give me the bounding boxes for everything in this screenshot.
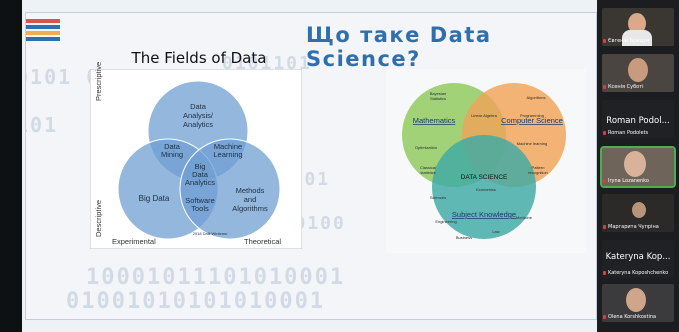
term-bayesian-2: Statistics	[430, 96, 446, 101]
participant-video	[626, 288, 646, 312]
label-data-science: DATA SCIENCE	[461, 174, 508, 181]
axis-theoretical: Theoretical	[244, 237, 282, 246]
term-bayesian-1: Bayesian	[430, 91, 446, 96]
mic-muted-icon	[603, 315, 606, 319]
label-subject-knowledge: Subject Knowledge	[452, 210, 516, 219]
binary-background: 10001011101010001	[86, 265, 346, 290]
label-analytics-3: Analytics	[183, 120, 213, 129]
participants-panel: Євгеній Брицун Ксенія Суботі Roman Podol…	[597, 0, 679, 332]
label-software-1: Software	[185, 196, 215, 205]
term-business: Business	[456, 235, 472, 240]
circle-methods	[179, 138, 281, 240]
label-software-2: Tools	[191, 204, 209, 213]
participant-video	[628, 13, 646, 34]
mic-muted-icon	[603, 271, 606, 275]
participant-video	[622, 30, 652, 46]
label-bda-1: Big	[195, 162, 206, 171]
term-classical-2: statistics	[420, 170, 435, 175]
binary-background: 0101 0	[26, 65, 98, 89]
participant-name: Маргарита Чупріна	[608, 224, 659, 230]
label-methods-3: Algorithms	[232, 204, 268, 213]
participant-name: Kateryna Koposhchenko	[608, 270, 669, 276]
participant-display-name: Roman Podol...	[606, 116, 670, 126]
label-bda-3: Analytics	[185, 178, 215, 187]
term-machine-learning: Machine learning	[517, 141, 547, 146]
term-pattern-1: Pattern	[532, 165, 545, 170]
term-linear-algebra: Linear Algebra	[471, 113, 498, 118]
term-law: Law	[492, 229, 499, 234]
participant-name: Olena Korshkostina	[608, 314, 657, 320]
label-data-mining-2: Mining	[161, 150, 183, 159]
participant-tile[interactable]: Olena Korshkostina	[602, 284, 674, 322]
participant-tile[interactable]: Kateryna Kop... Kateryna Koposhchenko	[602, 240, 674, 278]
term-economics: Economics	[476, 187, 496, 192]
term-optimization: Optimization	[415, 145, 437, 150]
label-bda-2: Data	[192, 170, 209, 179]
term-classical-1: Classical	[420, 165, 436, 170]
term-programming: Programming	[520, 113, 544, 118]
participant-tile[interactable]: Ксенія Суботі	[602, 54, 674, 92]
binary-background: 01001010101010001	[66, 289, 326, 314]
participant-name: Roman Podolets	[608, 130, 649, 136]
participant-name: Ксенія Суботі	[608, 84, 644, 90]
participant-video	[632, 202, 646, 218]
participant-tile-active[interactable]: Iryna Lozanenko	[600, 146, 676, 188]
label-analytics-2: Analysis/	[183, 111, 214, 120]
label-machine-learning-1: Machine	[214, 142, 242, 151]
mic-muted-icon	[603, 131, 606, 135]
term-algorithms: Algorithms	[527, 95, 546, 100]
circle-subject-knowledge	[432, 135, 536, 239]
term-medicine: Medicine	[516, 215, 533, 220]
label-methods-2: and	[244, 195, 257, 204]
participant-display-name: Kateryna Kop...	[605, 252, 671, 262]
axis-prescriptive: Prescriptive	[94, 61, 103, 101]
participant-name: Євгеній Брицун	[608, 38, 650, 44]
participant-name: Iryna Lozanenko	[608, 178, 649, 184]
flag-stripe	[26, 37, 60, 41]
label-machine-learning-2: Learning	[213, 150, 242, 159]
participant-tile[interactable]: Roman Podol... Roman Podolets	[602, 100, 674, 138]
label-data-mining-1: Data	[164, 142, 181, 151]
participant-video	[624, 151, 646, 177]
axis-experimental: Experimental	[112, 237, 156, 246]
flag-stripe	[26, 31, 60, 35]
participant-tile[interactable]: Євгеній Брицун	[602, 8, 674, 46]
mic-muted-icon	[603, 85, 606, 89]
term-sciences: Sciences	[430, 195, 446, 200]
data-science-venn-diagram: Mathematics Computer Science Subject Kno…	[386, 69, 586, 253]
flag-stripe	[26, 25, 60, 29]
footnote: 2018 Dalli Wintemu	[193, 231, 228, 236]
term-engineering: Engineering	[435, 219, 456, 224]
label-computer-science: Computer Science	[501, 116, 563, 125]
label-analytics-1: Data	[190, 102, 207, 111]
flag-stripe	[26, 19, 60, 23]
mic-muted-icon	[603, 39, 606, 43]
fields-venn-diagram: Data Analysis/ Analytics Big Data Method…	[90, 69, 302, 249]
binary-background: 101	[26, 113, 59, 137]
term-pattern-2: recognition	[528, 170, 548, 175]
left-toolbar	[0, 0, 22, 332]
slide-title: Що таке Data Science?	[306, 23, 492, 71]
mic-muted-icon	[603, 225, 606, 229]
participant-video	[628, 58, 648, 82]
participant-tile[interactable]: Маргарита Чупріна	[602, 194, 674, 232]
axis-descriptive: Descriptive	[94, 199, 103, 237]
label-mathematics: Mathematics	[413, 116, 456, 125]
label-methods-1: Methods	[236, 186, 265, 195]
mic-muted-icon	[603, 179, 606, 183]
label-big-data: Big Data	[139, 194, 170, 203]
